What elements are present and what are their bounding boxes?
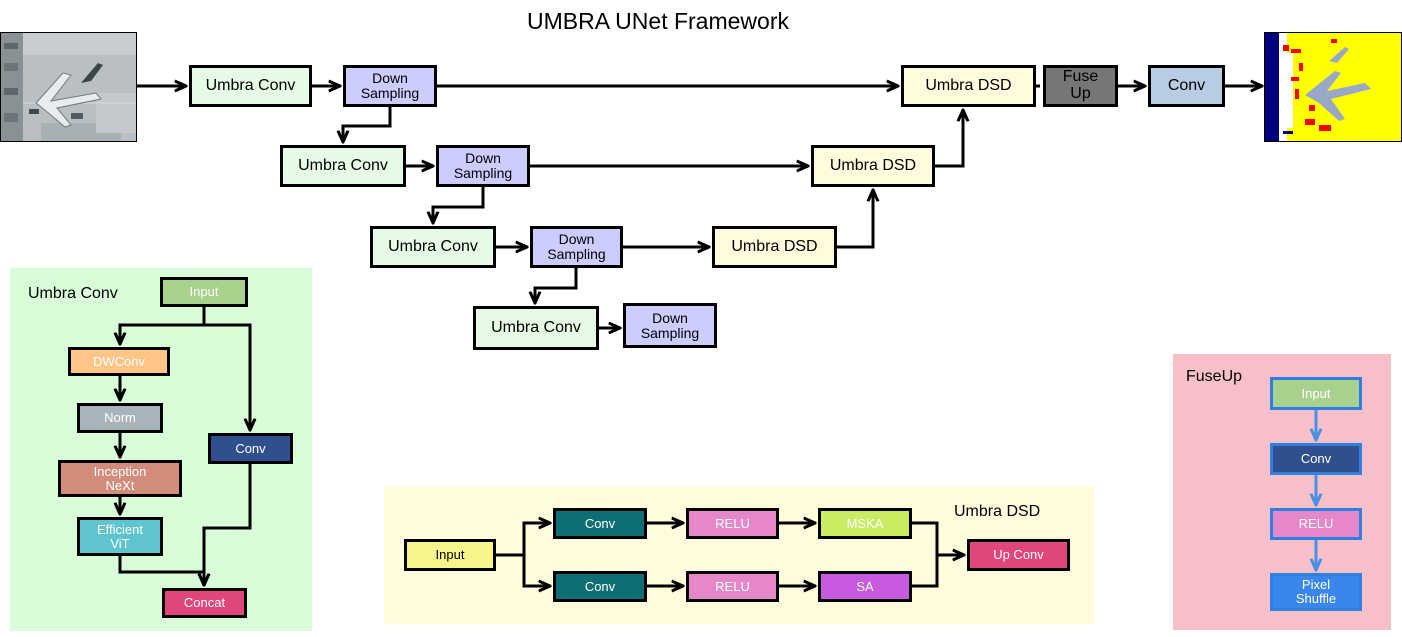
dsd-sa-block: SA <box>818 571 912 602</box>
fu-input-block: Input <box>1270 377 1362 410</box>
umbra-conv-block-2: Umbra Conv <box>280 145 406 187</box>
uc-concat-block: Concat <box>162 588 247 618</box>
fuse-up-block: Fuse Up <box>1043 65 1118 107</box>
umbra-conv-block-1: Umbra Conv <box>189 65 312 107</box>
dsd-conv-block-1: Conv <box>553 508 647 539</box>
uc-dwconv-block: DWConv <box>68 347 170 376</box>
diagram-title: UMBRA UNet Framework <box>527 8 789 34</box>
dsd-relu-block-1: RELU <box>686 508 779 539</box>
down-sampling-block-4: Down Sampling <box>623 303 717 348</box>
down-sampling-block-2: Down Sampling <box>436 145 530 187</box>
umbra-dsd-panel-title: Umbra DSD <box>954 503 1041 520</box>
dsd-mska-block: MSKA <box>818 508 912 539</box>
umbra-dsd-block-3: Umbra DSD <box>712 226 837 268</box>
umbra-dsd-block-2: Umbra DSD <box>811 145 935 187</box>
umbra-conv-panel-title: Umbra Conv <box>28 285 118 302</box>
dsd-up-conv-block: Up Conv <box>967 539 1070 571</box>
input-aerial-image <box>0 32 137 142</box>
conv-block-output: Conv <box>1148 65 1225 107</box>
fu-pixel-shuffle-block: Pixel Shuffle <box>1270 573 1362 611</box>
uc-inception-next-block: Inception NeXt <box>58 460 182 497</box>
uc-efficient-vit-block: Efficient ViT <box>77 517 163 556</box>
umbra-conv-block-4: Umbra Conv <box>473 306 599 350</box>
down-sampling-block-1: Down Sampling <box>343 65 437 107</box>
umbra-conv-block-3: Umbra Conv <box>370 226 496 268</box>
uc-conv-block: Conv <box>208 433 293 464</box>
output-segmentation-image <box>1264 32 1402 142</box>
fu-relu-block: RELU <box>1270 508 1362 540</box>
dsd-conv-block-2: Conv <box>553 571 647 602</box>
uc-input-block: Input <box>160 277 248 307</box>
down-sampling-block-3: Down Sampling <box>530 226 623 268</box>
dsd-input-block: Input <box>404 539 496 571</box>
umbra-dsd-block-1: Umbra DSD <box>901 65 1036 107</box>
dsd-relu-block-2: RELU <box>686 571 779 602</box>
fuseup-panel-title: FuseUp <box>1186 368 1243 385</box>
fu-conv-block: Conv <box>1270 443 1362 475</box>
uc-norm-block: Norm <box>77 403 163 433</box>
